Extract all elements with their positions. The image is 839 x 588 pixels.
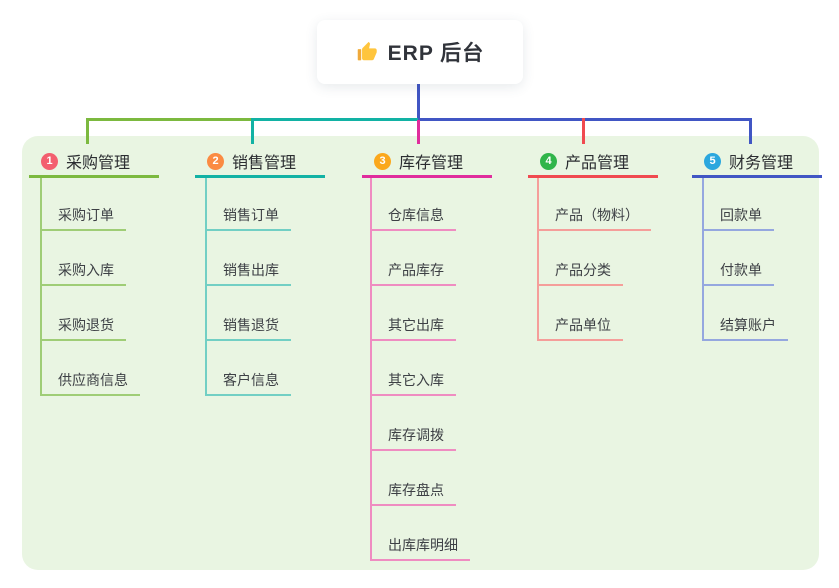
child-node-sales-return[interactable]: 销售退货 — [205, 316, 291, 341]
rail-segment-purchase — [86, 118, 253, 121]
branch-child-connector — [537, 178, 539, 341]
trunk-connector — [417, 84, 420, 121]
child-node-stock-check[interactable]: 库存盘点 — [370, 481, 456, 506]
root-node-erp[interactable]: ERP 后台 — [317, 20, 523, 84]
thumbs-up-icon — [356, 41, 378, 63]
branch-child-connector — [702, 178, 704, 341]
mindmap-canvas-panel — [22, 136, 819, 570]
drop-connector-sales — [251, 118, 254, 144]
branch-badge-5: 5 — [704, 152, 721, 170]
drop-connector-product — [582, 118, 585, 144]
branch-label: 采购管理 — [66, 155, 131, 172]
branch-child-connector — [205, 178, 207, 396]
branch-child-connector — [370, 178, 372, 561]
branch-badge-1: 1 — [41, 152, 58, 170]
child-node-supplier-info[interactable]: 供应商信息 — [40, 371, 140, 396]
child-node-purchase-inbound[interactable]: 采购入库 — [40, 261, 126, 286]
branch-header-purchase[interactable]: 1 采购管理 — [29, 147, 159, 178]
child-node-warehouse-info[interactable]: 仓库信息 — [370, 206, 456, 231]
drop-connector-purchase — [86, 118, 89, 144]
child-node-purchase-order[interactable]: 采购订单 — [40, 206, 126, 231]
drop-connector-finance — [749, 118, 752, 144]
branch-header-product[interactable]: 4 产品管理 — [528, 147, 658, 178]
child-node-sales-outbound[interactable]: 销售出库 — [205, 261, 291, 286]
drop-connector-inventory — [417, 120, 420, 144]
child-node-product-material[interactable]: 产品（物料） — [537, 206, 651, 231]
branch-badge-3: 3 — [374, 152, 391, 170]
child-node-purchase-return[interactable]: 采购退货 — [40, 316, 126, 341]
child-node-sales-order[interactable]: 销售订单 — [205, 206, 291, 231]
child-node-payment-doc[interactable]: 付款单 — [702, 261, 774, 286]
root-title: ERP 后台 — [387, 42, 485, 65]
branch-label: 库存管理 — [399, 155, 464, 172]
child-node-other-outbound[interactable]: 其它出库 — [370, 316, 456, 341]
child-node-receipt-doc[interactable]: 回款单 — [702, 206, 774, 231]
branch-label: 财务管理 — [729, 155, 794, 172]
branch-badge-4: 4 — [540, 152, 557, 170]
branch-header-sales[interactable]: 2 销售管理 — [195, 147, 325, 178]
child-node-product-unit[interactable]: 产品单位 — [537, 316, 623, 341]
child-node-product-category[interactable]: 产品分类 — [537, 261, 623, 286]
rail-segment-sales — [253, 118, 418, 121]
branch-header-finance[interactable]: 5 财务管理 — [692, 147, 822, 178]
child-node-settlement-account[interactable]: 结算账户 — [702, 316, 788, 341]
rail-segment-right — [418, 118, 752, 121]
child-node-outbound-detail[interactable]: 出库库明细 — [370, 536, 470, 561]
branch-label: 销售管理 — [232, 155, 297, 172]
branch-child-connector — [40, 178, 42, 396]
child-node-customer-info[interactable]: 客户信息 — [205, 371, 291, 396]
branch-badge-2: 2 — [207, 152, 224, 170]
branch-label: 产品管理 — [565, 155, 630, 172]
child-node-other-inbound[interactable]: 其它入库 — [370, 371, 456, 396]
branch-header-inventory[interactable]: 3 库存管理 — [362, 147, 492, 178]
child-node-product-stock[interactable]: 产品库存 — [370, 261, 456, 286]
child-node-stock-transfer[interactable]: 库存调拨 — [370, 426, 456, 451]
